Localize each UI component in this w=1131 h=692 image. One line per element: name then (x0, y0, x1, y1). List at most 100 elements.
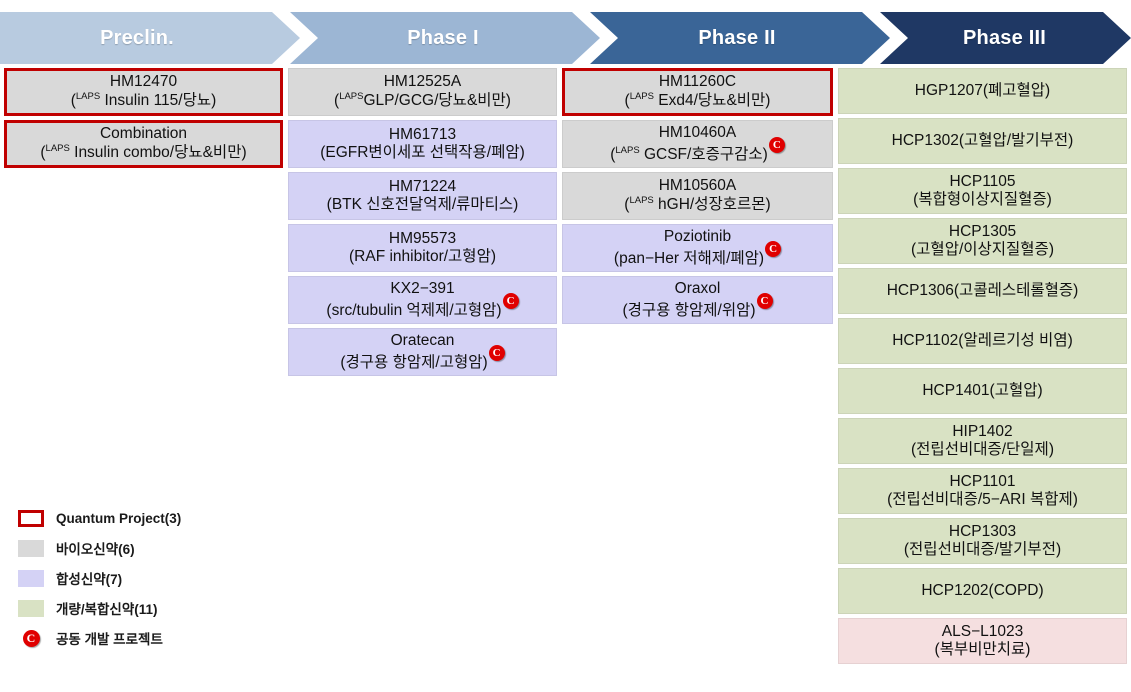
phase-header-phase3[interactable]: Phase III (880, 12, 1131, 64)
pipeline-cell-title: Poziotinib (663, 227, 732, 245)
pipeline-cell-title: HGP1207(폐고혈압) (914, 81, 1051, 99)
legend-item-label: 바이오신약(6) (56, 542, 135, 557)
pipeline-cell[interactable]: HM10460A(LAPS GCSF/호증구감소)C (562, 120, 833, 168)
phase-header-phase1[interactable]: Phase I (290, 12, 600, 64)
pipeline-cell[interactable]: HCP1306(고콜레스테롤혈증) (838, 268, 1127, 314)
pipeline-cell-subtitle: (전립선비대증/5−ARI 복합제) (887, 491, 1078, 508)
legend-item-label: Quantum Project(3) (56, 510, 182, 526)
legend-swatch-color (18, 569, 44, 587)
pipeline-cell-subtitle: (LAPS GCSF/호증구감소)C (610, 136, 785, 164)
laps-superscript: LAPS (629, 91, 654, 103)
pipeline-cell-subtitle: (경구용 항암제/위암)C (622, 292, 773, 320)
laps-superscript: LAPS (45, 143, 70, 155)
codev-badge-icon: C (756, 292, 773, 309)
laps-superscript: LAPS (339, 91, 364, 103)
pipeline-cell-subtitle: (BTK 신호전달억제/류마티스) (326, 196, 519, 213)
pipeline-cell-title: HCP1401(고혈압) (922, 381, 1043, 399)
pipeline-cell[interactable]: HM61713(EGFR변이세포 선택작용/폐암) (288, 120, 557, 168)
pipeline-cell-title: HM95573 (388, 229, 457, 247)
pipeline-cell-title: HCP1305 (948, 222, 1017, 240)
pipeline-cell-title: Oratecan (390, 331, 455, 349)
pipeline-cell[interactable]: HM95573(RAF inhibitor/고형암) (288, 224, 557, 272)
pipeline-cell-title: HCP1306(고콜레스테롤혈증) (886, 281, 1079, 299)
pipeline-cell-subtitle: (src/tubulin 억제제/고형암)C (326, 292, 519, 320)
pipeline-cell-title: HCP1303 (948, 522, 1017, 540)
pipeline-cell[interactable]: HIP1402(전립선비대증/단일제) (838, 418, 1127, 464)
phase-header-phase1-label: Phase I (407, 26, 479, 49)
pipeline-cell[interactable]: HM12525A(LAPSGLP/GCG/당뇨&비만) (288, 68, 557, 116)
pipeline-cell[interactable]: HCP1302(고혈압/발기부전) (838, 118, 1127, 164)
legend: Quantum Project(3) 바이오신약(6) 합성신약(7) 개량/복합신약… (18, 505, 278, 655)
pipeline-cell-title: HM12470 (109, 73, 178, 91)
pipeline-column-phase2: HM11260C(LAPS Exd4/당뇨&비만)HM10460A(LAPS G… (562, 68, 833, 328)
pipeline-cell-subtitle: (LAPSGLP/GCG/당뇨&비만) (334, 91, 511, 110)
pipeline-cell[interactable]: Poziotinib(pan−Her 저해제/폐암)C (562, 224, 833, 272)
pipeline-cell[interactable]: HGP1207(폐고혈압) (838, 68, 1127, 114)
legend-item-label: 합성신약(7) (56, 572, 123, 587)
phase-header-phase2[interactable]: Phase II (590, 12, 890, 64)
legend-item: 개량/복합신약(11) (18, 595, 278, 621)
codev-badge-icon: C (768, 136, 785, 153)
pipeline-cell-subtitle: (LAPS Exd4/당뇨&비만) (624, 91, 771, 110)
codev-badge-icon: C (488, 344, 505, 361)
pipeline-cell-title: HCP1105 (949, 172, 1016, 190)
phase-header-preclin-label: Preclin. (100, 26, 174, 49)
pipeline-cell-title: HCP1202(COPD) (921, 581, 1044, 599)
pipeline-cell[interactable]: HM11260C(LAPS Exd4/당뇨&비만) (562, 68, 833, 116)
pipeline-cell-subtitle: (복부비만치료) (934, 641, 1031, 658)
pipeline-cell-title: Oraxol (674, 279, 721, 297)
phase-header-phase2-label: Phase II (698, 26, 776, 49)
pipeline-cell-subtitle: (복합형이상지질혈증) (913, 191, 1052, 208)
pipeline-cell-subtitle: (LAPS Insulin combo/당뇨&비만) (40, 143, 247, 162)
pipeline-cell-title: Combination (99, 125, 188, 143)
legend-item-label: 개량/복합신약(11) (56, 602, 158, 617)
phase-header-phase3-label: Phase III (963, 26, 1046, 49)
pipeline-cell[interactable]: HM71224(BTK 신호전달억제/류마티스) (288, 172, 557, 220)
legend-swatch-quantum-outline (18, 509, 44, 527)
pipeline-cell-subtitle: (전립선비대증/단일제) (911, 441, 1054, 458)
pipeline-cell[interactable]: Combination(LAPS Insulin combo/당뇨&비만) (4, 120, 283, 168)
pipeline-cell[interactable]: ALS−L1023(복부비만치료) (838, 618, 1127, 664)
pipeline-cell-title: HM71224 (388, 177, 457, 195)
pipeline-cell[interactable]: HM10560A(LAPS hGH/성장호르몬) (562, 172, 833, 220)
legend-item: Quantum Project(3) (18, 505, 278, 531)
pipeline-cell-title: HM11260C (658, 73, 737, 91)
pipeline-cell[interactable]: Oratecan(경구용 항암제/고형암)C (288, 328, 557, 376)
pipeline-cell-title: HCP1101 (949, 472, 1016, 490)
pipeline-column-preclin: HM12470(LAPS Insulin 115/당뇨)Combination(… (4, 68, 283, 172)
codev-badge-icon: C (22, 629, 40, 647)
pipeline-cell[interactable]: Oraxol(경구용 항암제/위암)C (562, 276, 833, 324)
pipeline-cell[interactable]: KX2−391(src/tubulin 억제제/고형암)C (288, 276, 557, 324)
pipeline-column-phase3: HGP1207(폐고혈압) HCP1302(고혈압/발기부전) HCP1105(복합… (838, 68, 1127, 668)
pipeline-cell-title: HM10560A (658, 177, 737, 195)
pipeline-cell[interactable]: HCP1202(COPD) (838, 568, 1127, 614)
codev-badge-icon: C (765, 240, 782, 257)
phase-header-preclin[interactable]: Preclin. (0, 12, 300, 64)
pipeline-cell[interactable]: HCP1401(고혈압) (838, 368, 1127, 414)
laps-superscript: LAPS (615, 144, 640, 156)
pipeline-cell-subtitle: (경구용 항암제/고형암)C (340, 344, 505, 372)
pipeline-column-phase1: HM12525A(LAPSGLP/GCG/당뇨&비만)HM61713(EGFR변… (288, 68, 557, 380)
pipeline-cell[interactable]: HCP1303(전립선비대증/발기부전) (838, 518, 1127, 564)
pipeline-cell[interactable]: HCP1101(전립선비대증/5−ARI 복합제) (838, 468, 1127, 514)
laps-superscript: LAPS (629, 195, 654, 207)
pipeline-cell-title: HCP1302(고혈압/발기부전) (891, 131, 1074, 149)
legend-swatch-color (18, 539, 44, 557)
pipeline-cell-subtitle: (LAPS hGH/성장호르몬) (624, 195, 771, 214)
phase-header-row: Preclin. Phase I Phase II Phase III (0, 12, 1131, 64)
legend-swatch-color (18, 599, 44, 617)
pipeline-cell-title: ALS−L1023 (941, 622, 1024, 640)
pipeline-cell-title: KX2−391 (390, 279, 455, 297)
pipeline-cell-title: HM10460A (658, 123, 737, 141)
pipeline-cell-subtitle: (pan−Her 저해제/폐암)C (614, 240, 782, 268)
legend-item: 합성신약(7) (18, 565, 278, 591)
pipeline-cell[interactable]: HCP1105(복합형이상지질혈증) (838, 168, 1127, 214)
legend-item: 바이오신약(6) (18, 535, 278, 561)
pipeline-cell[interactable]: HM12470(LAPS Insulin 115/당뇨) (4, 68, 283, 116)
pipeline-cell[interactable]: HCP1305(고혈압/이상지질혈증) (838, 218, 1127, 264)
pipeline-cell[interactable]: HCP1102(알레르기성 비염) (838, 318, 1127, 364)
pipeline-cell-title: HM61713 (388, 125, 457, 143)
pipeline-cell-subtitle: (LAPS Insulin 115/당뇨) (70, 91, 217, 110)
pipeline-cell-subtitle: (RAF inhibitor/고형암) (348, 248, 496, 265)
